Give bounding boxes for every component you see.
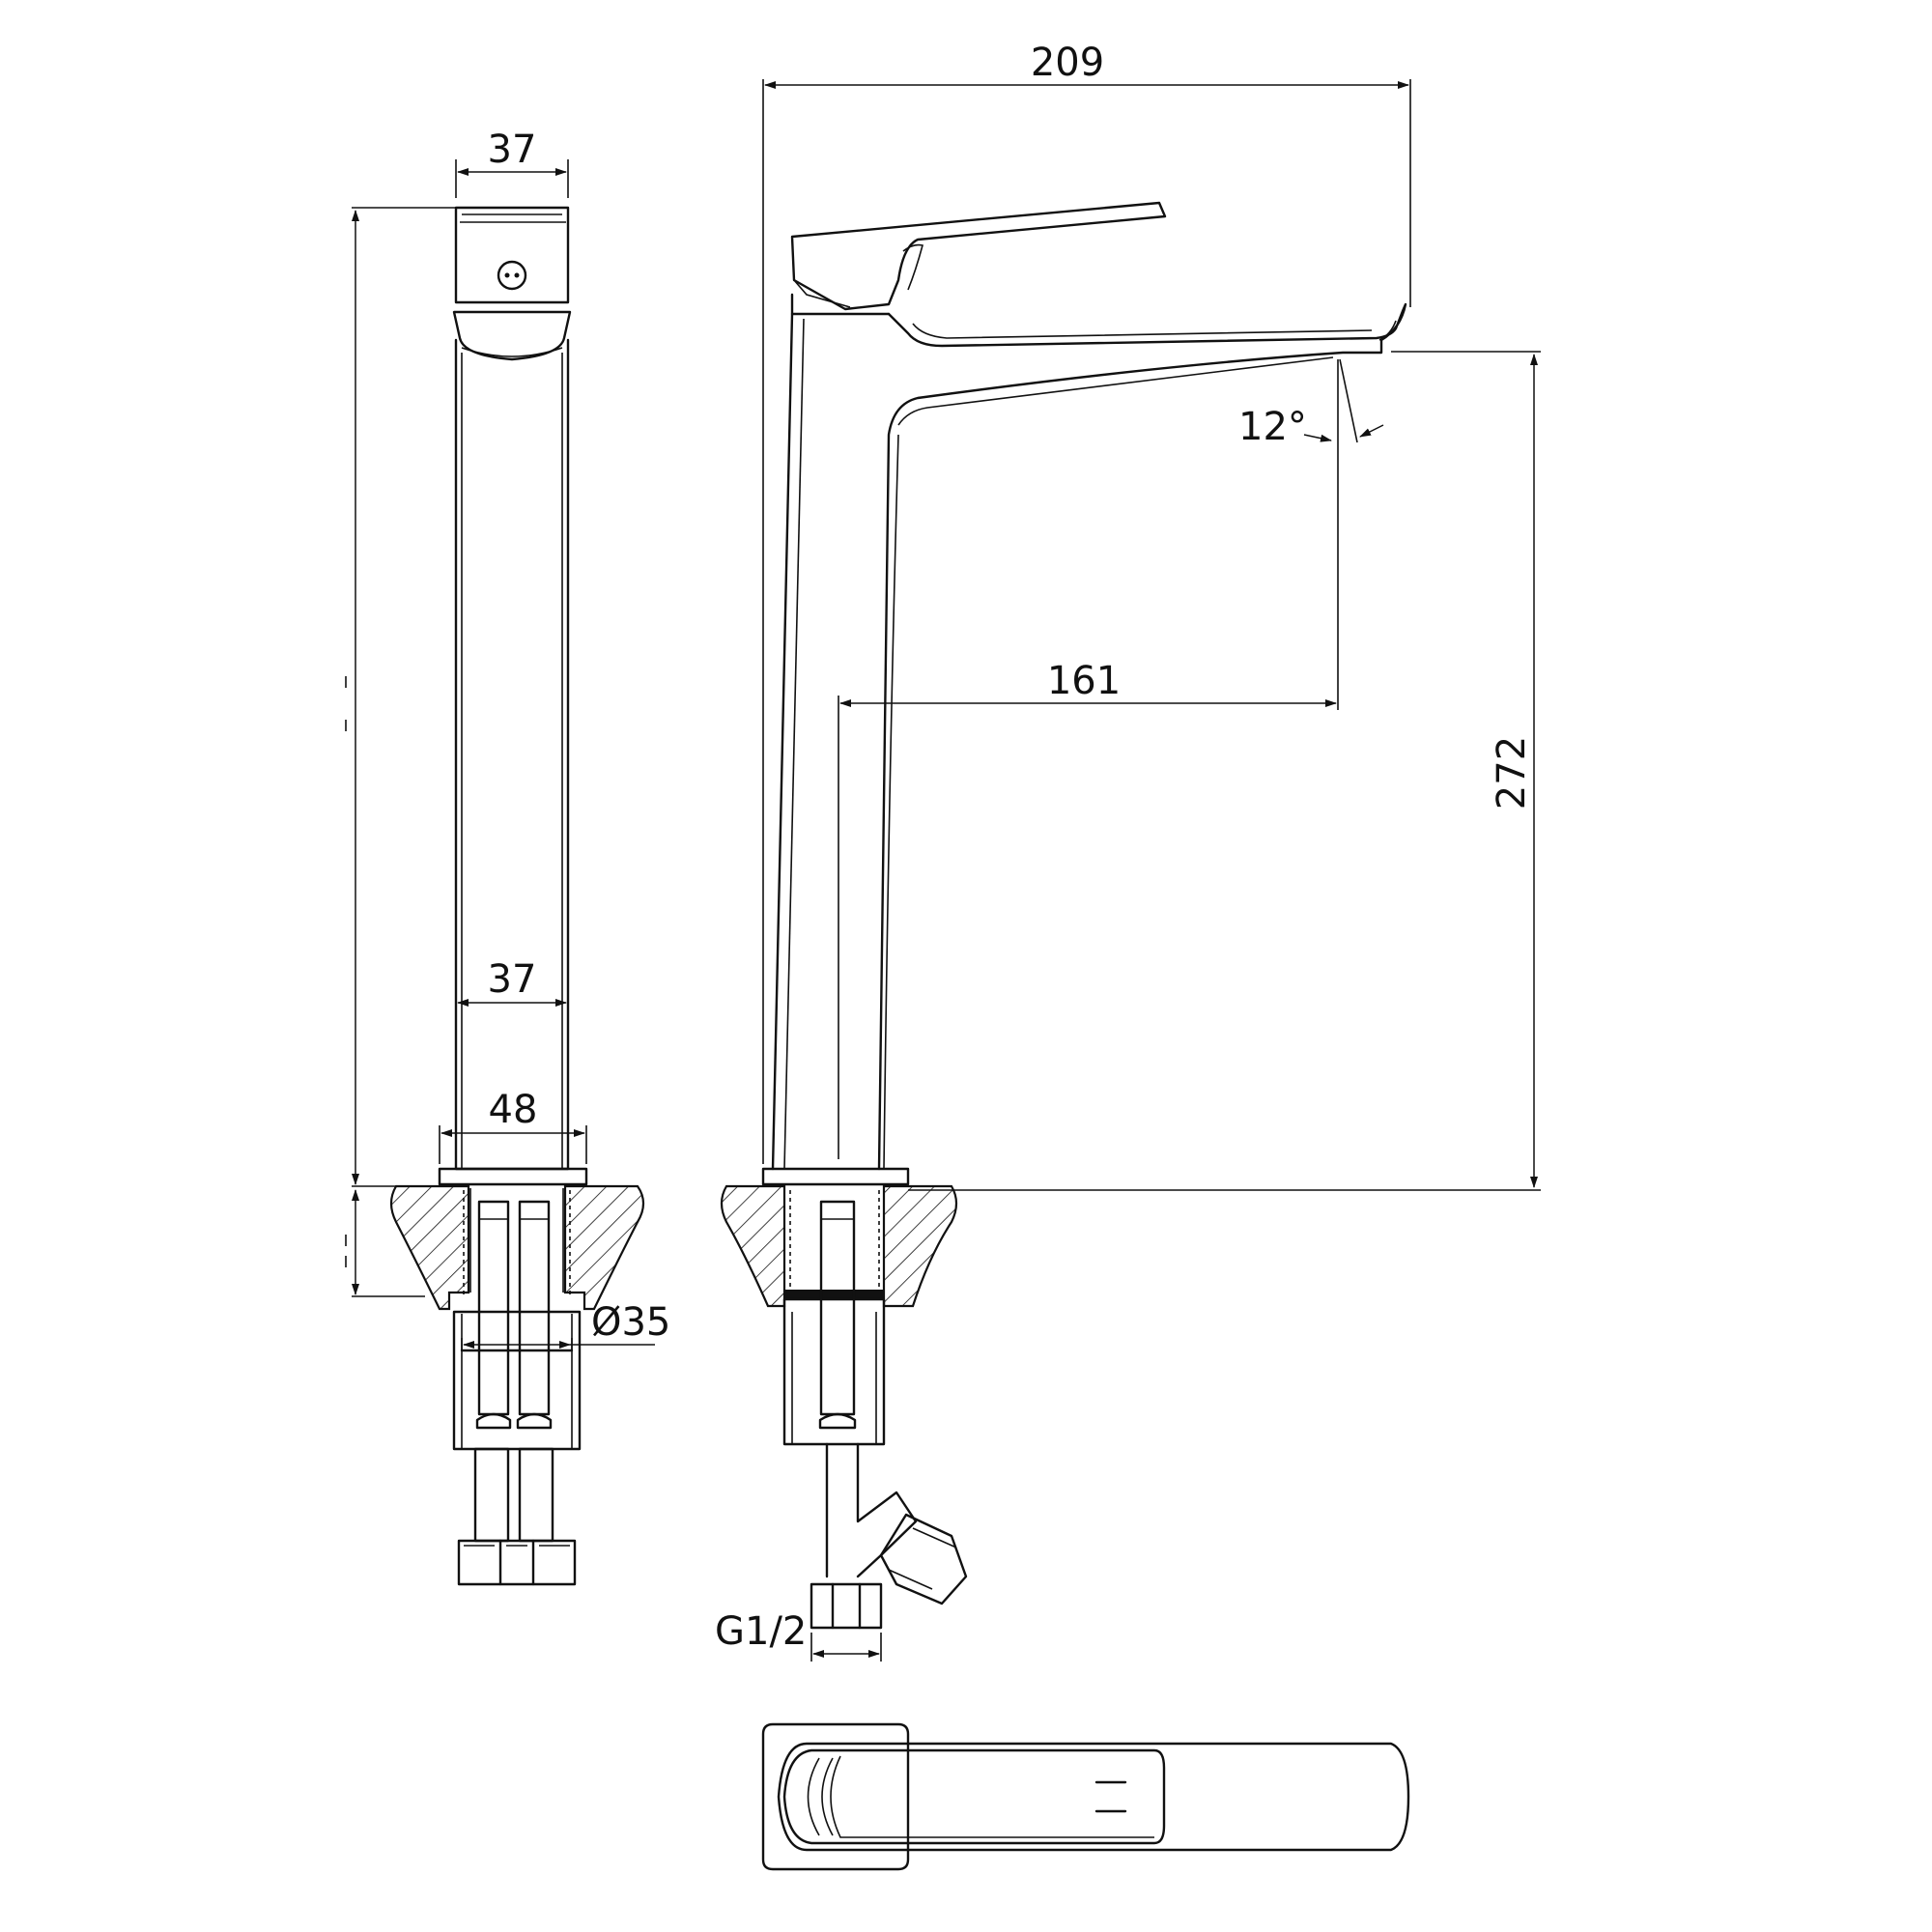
- front-handle-marker-icon: [497, 260, 527, 291]
- dim-overall-length: 209: [1031, 41, 1104, 85]
- front-countertop-right: [563, 1184, 645, 1311]
- dim-spout-angle: 12°: [1238, 405, 1307, 449]
- dim-bore-diameter: Ø35: [591, 1300, 670, 1345]
- dim-spout-height: 272: [1490, 736, 1534, 810]
- front-dimensions: 37 37 48 Ø35: [345, 128, 670, 1350]
- side-countertop-right: [882, 1184, 958, 1308]
- dim-top-width: 37: [488, 128, 537, 172]
- dim-spout-reach: 161: [1047, 659, 1121, 703]
- dim-base-width: 48: [489, 1088, 538, 1132]
- front-base-flange: [438, 1167, 588, 1186]
- side-view: [720, 201, 1407, 1630]
- front-mount-nut: [452, 1310, 582, 1451]
- front-hex-nuts: [457, 1539, 577, 1586]
- front-pipe-left: [473, 1447, 510, 1543]
- dim-body-width: 37: [488, 957, 537, 1002]
- dim-thread: G1/2: [715, 1609, 807, 1654]
- side-dimensions: 209 161 272 12° G1/2: [715, 41, 1541, 1662]
- front-collar: [452, 310, 572, 361]
- side-angle-nut: [879, 1513, 968, 1605]
- top-view: [761, 1722, 1410, 1871]
- front-countertop-left: [389, 1184, 470, 1311]
- side-base-flange: [761, 1167, 910, 1186]
- front-body: [454, 338, 570, 1171]
- top-handle-outline: [782, 1748, 1166, 1845]
- front-hose-right: [518, 1200, 551, 1416]
- side-handle-lever: [790, 201, 1167, 311]
- side-countertop-left: [720, 1184, 786, 1308]
- front-view: [389, 206, 645, 1586]
- side-mount-nut: [782, 1297, 886, 1446]
- front-handle-block: [454, 206, 570, 304]
- side-spout: [877, 302, 1407, 1171]
- front-hose-left: [477, 1200, 510, 1416]
- front-pipe-right: [518, 1447, 554, 1543]
- top-spout-outline: [777, 1742, 1410, 1852]
- side-hex-nut: [810, 1582, 883, 1630]
- top-handle-marker-icon: [1094, 1780, 1127, 1813]
- top-base-outline: [761, 1722, 910, 1871]
